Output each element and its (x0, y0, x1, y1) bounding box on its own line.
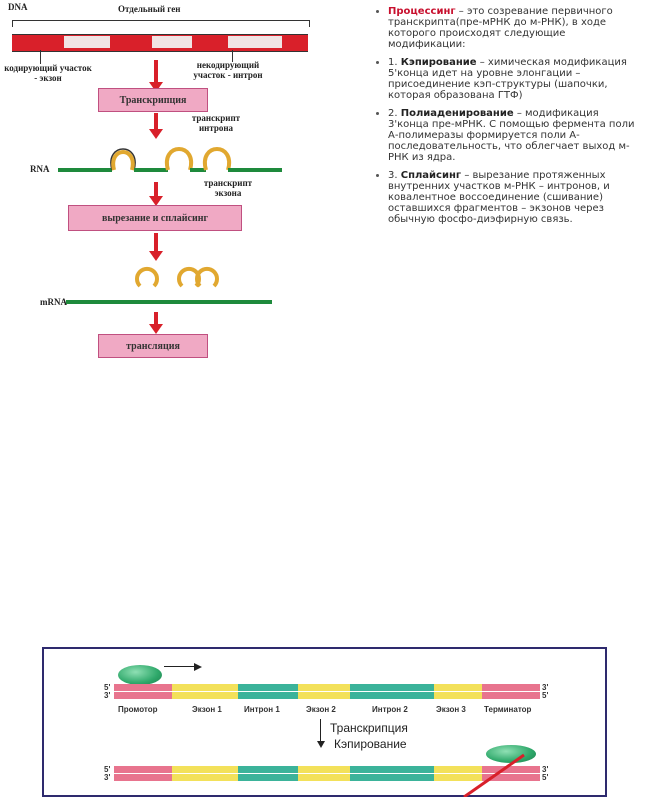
bullet-processing: Процессинг – это созревание первичного т… (388, 6, 636, 50)
strand1-left-5: 5' (104, 683, 111, 692)
bullet-capping: 1. Кэпирование – химическая модификация … (388, 57, 636, 101)
gene-label: Отдельный ген (118, 4, 181, 14)
splicing-box: вырезание и сплайсинг (68, 205, 242, 231)
transcription-panel: 5' 3' 3' 5' Промотор Экзон 1 Интрон 1 Эк… (42, 647, 607, 797)
bullet-polyadenylation: 2. Полиаденирование – модификация 3'конц… (388, 108, 636, 163)
step-transcription-label: Транскрипция (330, 721, 408, 735)
gene-bracket (12, 20, 310, 27)
strand1-right-3: 3' (542, 683, 549, 692)
strand2-left-3: 3' (104, 773, 111, 782)
label-terminator: Терминатор (484, 705, 532, 714)
strand2-right-3: 3' (542, 765, 549, 774)
label-exon-2: Экзон 2 (306, 705, 336, 714)
step-arrow-head (317, 741, 325, 748)
label-exon-1: Экзон 1 (192, 705, 222, 714)
processing-body: – это созревание первичного транскрипта(… (388, 6, 613, 50)
intron-transcript-label: транскрипт интрона (191, 113, 241, 133)
processing-term: Процессинг (388, 6, 456, 17)
bullet-splicing: 3. Сплайсинг – вырезание протяженных вну… (388, 170, 636, 225)
rna-label: RNA (30, 164, 50, 174)
capping-num: 1. (388, 57, 401, 68)
polyadenylation-body: – модификация 3'конца пре-мРНК. С помощь… (388, 108, 635, 163)
strand1-left-3: 3' (104, 691, 111, 700)
translation-box: трансляция (98, 334, 208, 358)
coding-pointer (40, 50, 41, 64)
capping-term: Кэпирование (400, 57, 477, 68)
label-promoter: Промотор (118, 705, 158, 714)
dna-intron-1 (64, 36, 110, 48)
mrna-strand (66, 300, 272, 304)
transcription-box: Транскрипция (98, 88, 208, 112)
label-intron-1: Интрон 1 (244, 705, 280, 714)
noncoding-label: некодирующий участок - интрон (193, 60, 263, 80)
direction-arrow-head (194, 663, 202, 671)
step-capping-label: Кэпирование (334, 737, 407, 751)
step-arrow-line (320, 719, 321, 743)
splicing-term: Сплайсинг (400, 170, 462, 181)
exon-transcript-label: транскрипт экзона (203, 178, 253, 198)
dna-intron-2 (152, 36, 192, 48)
processing-diagram: DNA Отдельный ген кодирующий участок - э… (0, 0, 350, 380)
dna-intron-3 (228, 36, 282, 48)
pre-mrna-strand (463, 753, 525, 797)
label-intron-2: Интрон 2 (372, 705, 408, 714)
excised-introns (135, 266, 219, 288)
polyadenylation-num: 2. (388, 108, 401, 119)
rna-strand (58, 147, 282, 172)
strand1-right-5: 5' (542, 691, 549, 700)
noncoding-pointer (232, 50, 233, 62)
strand2-right-5: 5' (542, 773, 549, 782)
label-exon-3: Экзон 3 (436, 705, 466, 714)
dna-label: DNA (8, 2, 28, 12)
polyadenylation-term: Полиаденирование (400, 108, 514, 119)
strand2-left-5: 5' (104, 765, 111, 774)
polymerase-icon-2 (486, 745, 536, 763)
processing-text: Процессинг – это созревание первичного т… (366, 6, 636, 232)
coding-label: кодирующий участок - экзон (4, 63, 92, 83)
splicing-num: 3. (388, 170, 401, 181)
direction-arrow-line (164, 666, 194, 667)
splicing-body: – вырезание протяженных внутренних участ… (388, 170, 610, 225)
capping-body: – химическая модификация 5'конца идет на… (388, 57, 627, 101)
mrna-label: mRNA (40, 297, 67, 307)
polymerase-icon (118, 665, 162, 685)
